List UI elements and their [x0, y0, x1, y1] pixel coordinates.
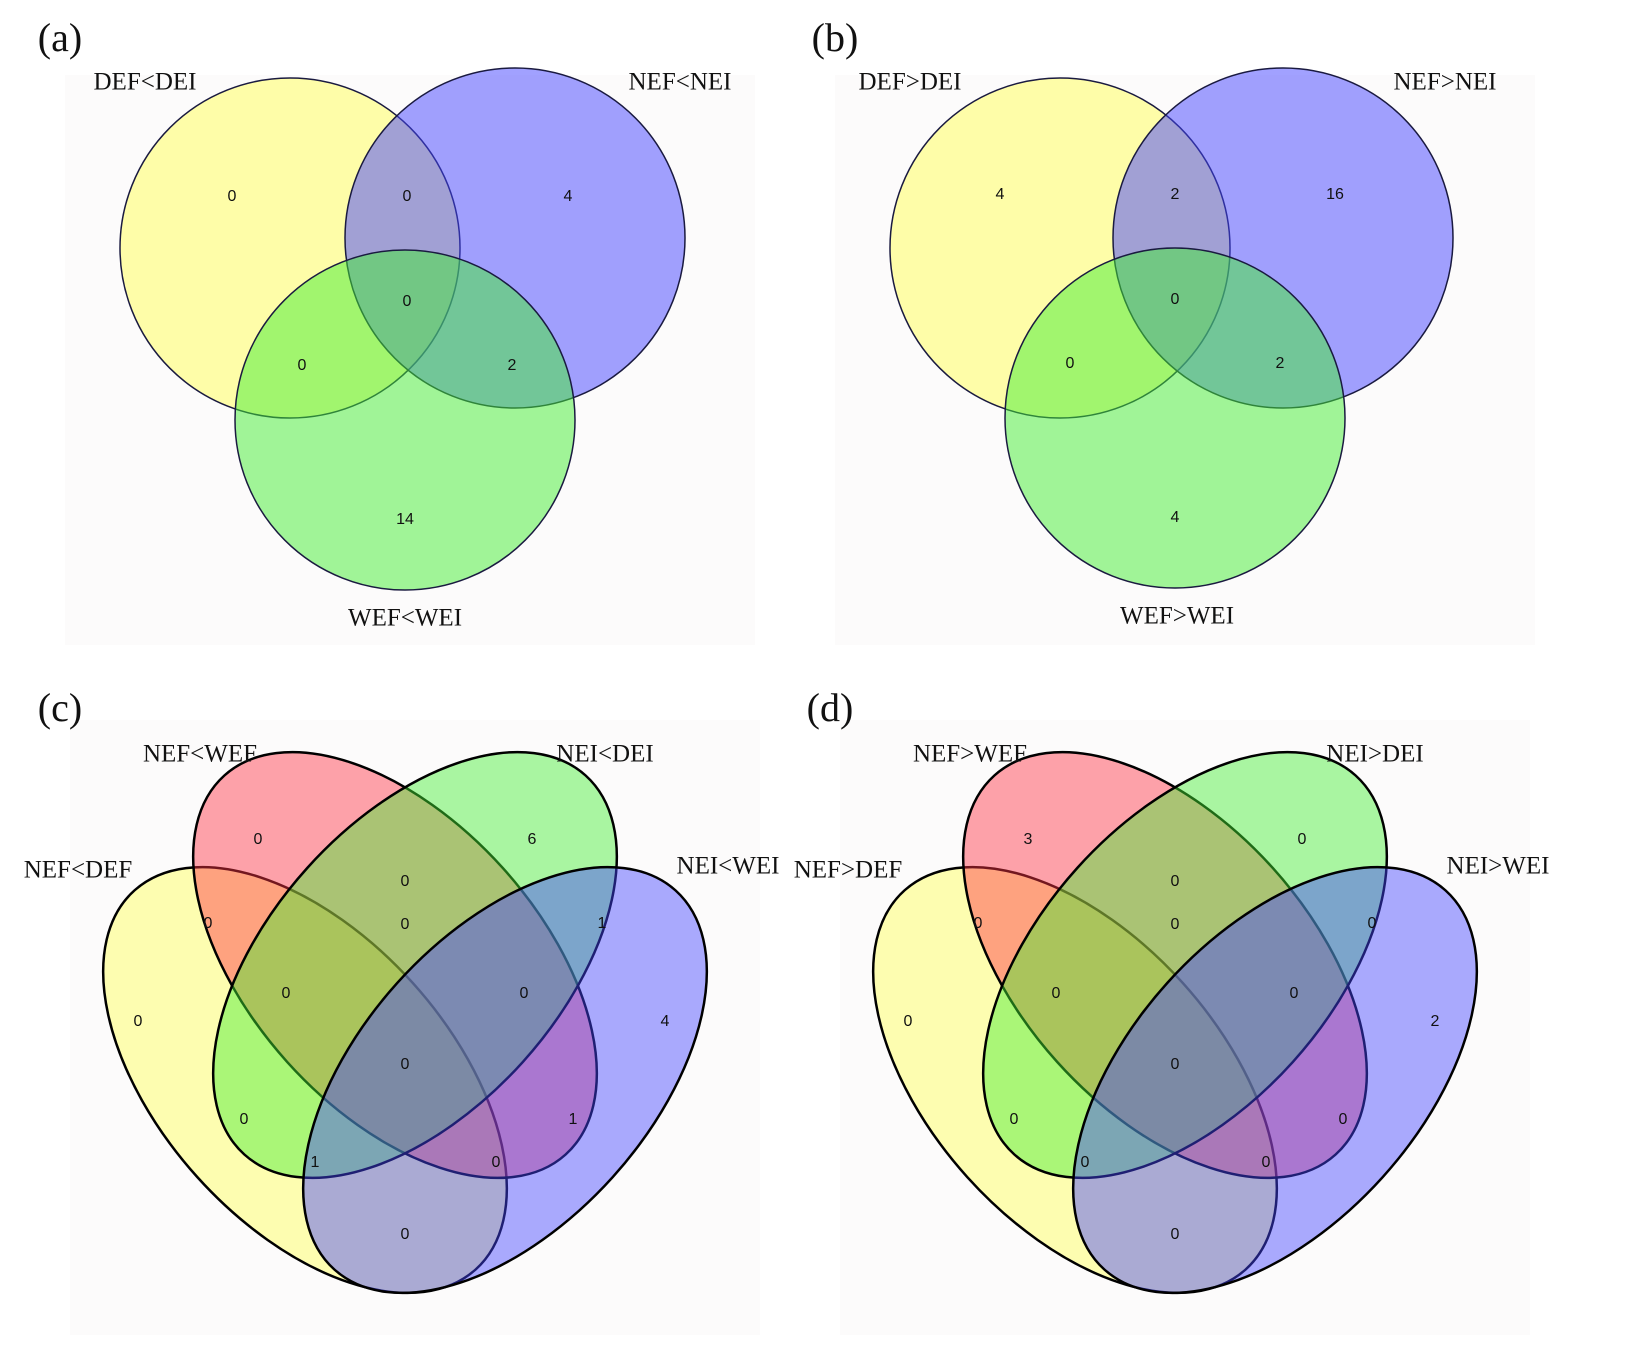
region-count: 0: [1339, 1111, 1348, 1128]
region-count-abc: 0: [403, 293, 412, 310]
set-ellipse-2: [961, 750, 1369, 1180]
panel-background: [840, 720, 1530, 1335]
region-count: 0: [1010, 1111, 1019, 1128]
venn-panel-b: (b)DEF>DEI NEF>NEI WEF>WEI 4 16 4 2 0 2 0: [812, 15, 1535, 645]
set-label: DEF>DEI: [859, 69, 962, 96]
region-count: 1: [311, 1154, 320, 1171]
set-ellipse-4: [301, 865, 709, 1295]
region-count-ab: 0: [403, 188, 412, 205]
region-count-bc: 2: [508, 357, 517, 374]
set-label: DEF<DEI: [94, 69, 197, 96]
region-count-c_only: 4: [1171, 509, 1180, 526]
region-count: 0: [1171, 1056, 1180, 1073]
venn-panel-c: (c) NEF<DEF NEF<WEF NEI<DEI NEI<WEI 0 0 6 0 0 1 0 0 0…: [24, 685, 780, 1335]
venn-panel-d: (d) NEF>DEF NEF>WEF NEI>DEI NEI>WEI 3 0 0 0 0 0 0 0 0…: [794, 685, 1550, 1335]
region-count: 1: [569, 1111, 578, 1128]
region-count: 0: [1298, 831, 1307, 848]
set-label: NEI>WEI: [1447, 853, 1550, 880]
set-ellipse-4: [1071, 865, 1479, 1295]
set-circle-3: [1004, 247, 1346, 589]
region-count-b_only: 16: [1326, 186, 1344, 203]
region-count: 0: [1290, 985, 1299, 1002]
region-count: 0: [1171, 1226, 1180, 1243]
set-label: NEI<DEI: [556, 741, 653, 768]
region-count: 0: [1171, 873, 1180, 890]
region-count-ac: 0: [298, 357, 307, 374]
region-count-ab: 2: [1171, 186, 1180, 203]
set-label: NEF>DEF: [794, 857, 903, 884]
region-count: 1: [598, 915, 607, 932]
region-count: 0: [204, 915, 213, 932]
region-count: 4: [661, 1013, 670, 1030]
region-count: 0: [520, 985, 529, 1002]
venn-panel-a: (a) DEF<DEI NEF<NEI WEF<WEI 0 4 14 0 0 2 0: [38, 15, 755, 645]
region-count: 0: [1262, 1154, 1271, 1171]
set-label: NEF<NEI: [629, 69, 732, 96]
region-count: 0: [240, 1111, 249, 1128]
panel-label: (c): [38, 685, 82, 730]
region-count-a_only: 4: [996, 186, 1005, 203]
region-count: 0: [1081, 1154, 1090, 1171]
region-count: 0: [282, 985, 291, 1002]
region-count-a_only: 0: [228, 188, 237, 205]
set-label: NEI>DEI: [1326, 741, 1423, 768]
region-count-bc: 2: [1276, 355, 1285, 372]
panel-background: [70, 720, 760, 1335]
panel-label: (d): [807, 685, 854, 730]
region-count-b_only: 4: [564, 188, 573, 205]
region-count: 0: [1171, 916, 1180, 933]
set-ellipse-2: [191, 750, 599, 1180]
region-count: 0: [401, 1226, 410, 1243]
region-count: 0: [1052, 985, 1061, 1002]
set-label: NEF<DEF: [24, 857, 133, 884]
region-count: 0: [254, 831, 263, 848]
region-count: 3: [1024, 831, 1033, 848]
region-count: 0: [1368, 915, 1377, 932]
set-label: WEF<WEI: [348, 605, 462, 632]
region-count: 6: [528, 831, 537, 848]
set-label: NEF>NEI: [1394, 69, 1497, 96]
region-count-ac: 0: [1066, 355, 1075, 372]
set-circle-3: [234, 249, 576, 591]
region-count: 0: [401, 873, 410, 890]
region-count: 0: [492, 1154, 501, 1171]
region-count-c_only: 14: [396, 511, 414, 528]
region-count: 2: [1431, 1013, 1440, 1030]
set-label: WEF>WEI: [1120, 603, 1234, 630]
set-label: NEI<WEI: [677, 853, 780, 880]
region-count: 0: [134, 1013, 143, 1030]
panel-label: (b): [812, 15, 859, 60]
set-label: NEF>WEF: [913, 741, 1027, 768]
set-label: NEF<WEF: [143, 741, 257, 768]
panel-label: (a): [38, 15, 82, 60]
region-count: 0: [974, 915, 983, 932]
region-count: 0: [401, 1056, 410, 1073]
region-count: 0: [904, 1013, 913, 1030]
region-count-abc: 0: [1171, 291, 1180, 308]
region-count: 0: [401, 916, 410, 933]
